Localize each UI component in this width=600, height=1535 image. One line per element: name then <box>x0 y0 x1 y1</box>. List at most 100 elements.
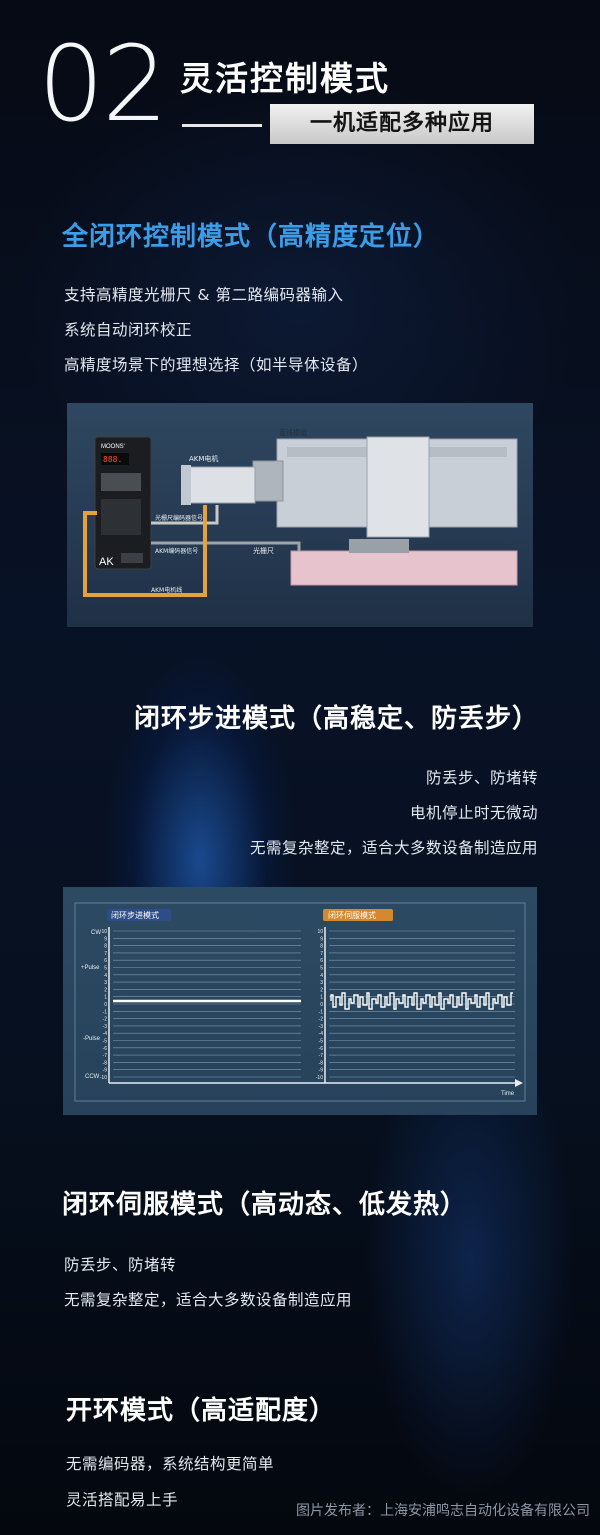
brand-label: MOONS' <box>101 444 125 450</box>
tick-label: 1 <box>104 995 107 1001</box>
feature-line: 系统自动闭环校正 <box>64 321 193 339</box>
tick-label: 7 <box>320 951 323 957</box>
tick-label: 2 <box>320 987 323 993</box>
optical-scale <box>290 550 518 586</box>
page-subtitle: 一机适配多种应用 <box>309 111 494 136</box>
tick-label: -4 <box>319 1031 324 1037</box>
tick-label: 4 <box>320 973 323 979</box>
scale-signal-label: 光栅尺编码器信号 <box>155 514 203 522</box>
feature-line: 无需复杂整定，适合大多数设备制造应用 <box>249 839 538 857</box>
tick-label: 1 <box>320 995 323 1001</box>
encoder-signal-cable <box>151 541 301 551</box>
cw-label: CW <box>91 930 101 936</box>
system-diagram: MOONS' 888. AK AKM电机 直线模组 光栅尺 光栅尺编码器信号 A… <box>67 403 533 627</box>
tick-label: -8 <box>319 1060 324 1066</box>
section-title-closed-loop-servo: 闭环伺服模式（高动态、低发热） <box>62 1190 468 1220</box>
system-diagram-illustration: MOONS' 888. AK AKM电机 直线模组 光栅尺 光栅尺编码器信号 A… <box>83 428 518 597</box>
section-number: 02 <box>38 23 168 145</box>
tick-label: -2 <box>319 1017 324 1023</box>
akm-motor <box>186 466 256 504</box>
chart-frame <box>74 902 526 1102</box>
drive-connectors <box>101 499 141 535</box>
feature-line: 无需复杂整定，适合大多数设备制造应用 <box>64 1291 353 1309</box>
tick-label: 3 <box>320 980 323 986</box>
tick-label: 5 <box>104 966 107 972</box>
tick-label: 10 <box>317 929 323 935</box>
feature-line: 高精度场景下的理想选择（如半导体设备） <box>64 356 369 374</box>
tick-label: -3 <box>103 1024 108 1030</box>
tick-label: -6 <box>103 1046 108 1052</box>
feature-line: 支持高精度光栅尺 & 第二路编码器输入 <box>64 286 344 304</box>
feature-line: 无需编码器，系统结构更简单 <box>66 1455 275 1473</box>
motor-label: AKM电机 <box>189 454 218 463</box>
stepper-tag-label: 闭环步进模式 <box>111 910 159 920</box>
time-axis-arrow <box>515 1079 523 1087</box>
tick-label: 7 <box>104 951 107 957</box>
stepper-tag <box>107 909 171 921</box>
scale-signal-cable <box>151 505 219 525</box>
encoder-signal-label: AKM编码器信号 <box>155 547 198 555</box>
motor-cable-label: AKM电机线 <box>151 586 182 594</box>
time-label: Time <box>501 1091 515 1097</box>
tick-label: -3 <box>319 1024 324 1030</box>
tick-label: 6 <box>104 958 107 964</box>
section-title-full-closed-loop: 全闭环控制模式（高精度定位） <box>62 222 441 252</box>
tick-label: -7 <box>319 1053 324 1059</box>
coupling <box>252 460 284 502</box>
negative-pulse-label: -Pulse <box>83 1036 101 1042</box>
page-title: 灵活控制模式 <box>180 59 390 98</box>
tick-label: -1 <box>319 1009 324 1015</box>
tick-label: 9 <box>320 936 323 942</box>
section-title-open-loop: 开环模式（高适配度） <box>66 1396 337 1426</box>
tick-label: 2 <box>104 987 107 993</box>
drive-ethernet-ports <box>101 473 141 491</box>
feature-line: 防丢步、防堵转 <box>64 1256 177 1274</box>
grid-lines <box>113 930 515 1078</box>
module-carriage <box>366 436 430 538</box>
feature-line: 灵活搭配易上手 <box>66 1491 179 1509</box>
tick-label: -5 <box>319 1039 324 1045</box>
scale-label: 光栅尺 <box>253 546 274 555</box>
tick-label: -10 <box>100 1075 107 1081</box>
subtitle-banner <box>270 104 534 144</box>
tick-label: -10 <box>316 1075 323 1081</box>
tick-label: 10 <box>101 929 107 935</box>
tick-label: -9 <box>103 1068 108 1074</box>
servo-tag <box>323 909 393 921</box>
feature-line: 电机停止时无微动 <box>409 804 538 822</box>
tick-label: 0 <box>320 1002 323 1008</box>
tick-label: -6 <box>319 1046 324 1052</box>
title-divider <box>182 124 262 127</box>
feature-line: 防丢步、防堵转 <box>425 769 538 787</box>
tick-label: -1 <box>103 1009 108 1015</box>
tick-label: -5 <box>103 1039 108 1045</box>
section-title-closed-loop-stepper: 闭环步进模式（高稳定、防丢步） <box>133 704 539 734</box>
tick-label: -2 <box>103 1017 108 1023</box>
display-readout: 888. <box>103 455 122 464</box>
tick-label: 0 <box>104 1002 107 1008</box>
tick-label: 4 <box>104 973 107 979</box>
servo-tag-label: 闭环伺服模式 <box>328 910 376 920</box>
module-label: 直线模组 <box>279 428 307 437</box>
tick-label: -4 <box>103 1031 108 1037</box>
positive-pulse-label: +Pulse <box>81 965 100 971</box>
tick-label: 8 <box>320 944 323 950</box>
tick-label: -9 <box>319 1068 324 1074</box>
tick-label: 6 <box>320 958 323 964</box>
tick-label: 5 <box>320 966 323 972</box>
tick-label: -8 <box>103 1060 108 1066</box>
tick-label: -7 <box>103 1053 108 1059</box>
servo-trace <box>330 992 513 1010</box>
ccw-label: CCW <box>85 1074 100 1080</box>
drive-display <box>101 453 129 465</box>
image-credit: 图片发布者：上海安浦鸣志自动化设备有限公司 <box>296 1503 590 1519</box>
motor-power-cable <box>83 505 207 597</box>
motor-endcap <box>181 465 191 505</box>
scale-reader-head <box>349 539 409 553</box>
drive-model-label: AK <box>99 556 114 568</box>
